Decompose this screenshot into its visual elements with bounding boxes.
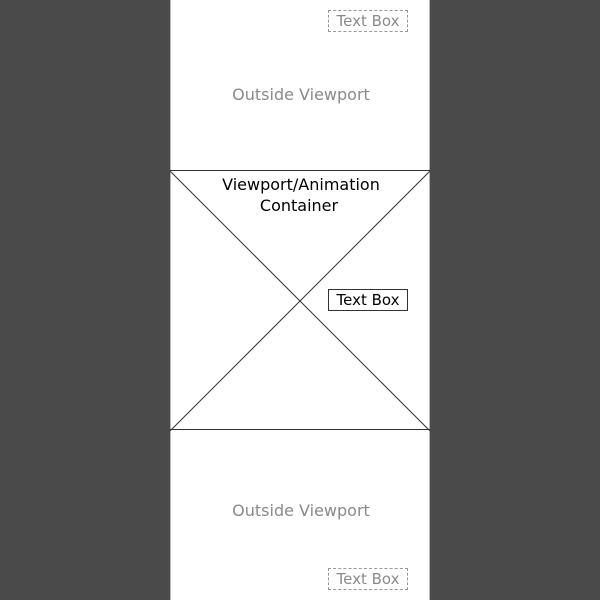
viewport-cross-lines (170, 171, 430, 431)
text-box-middle: Text Box (328, 289, 408, 311)
viewport-title: Viewport/Animation Container (170, 174, 430, 216)
text-box-bottom: Text Box (328, 568, 408, 590)
text-box-top: Text Box (328, 10, 408, 32)
outside-viewport-bottom-label: Outside Viewport (232, 501, 370, 520)
viewport-title-text: Viewport/Animation Container (220, 175, 380, 215)
viewport-container: Viewport/Animation Container (170, 170, 430, 431)
cross-line-diagonal-b (170, 171, 430, 431)
outside-viewport-top-label: Outside Viewport (232, 85, 370, 104)
